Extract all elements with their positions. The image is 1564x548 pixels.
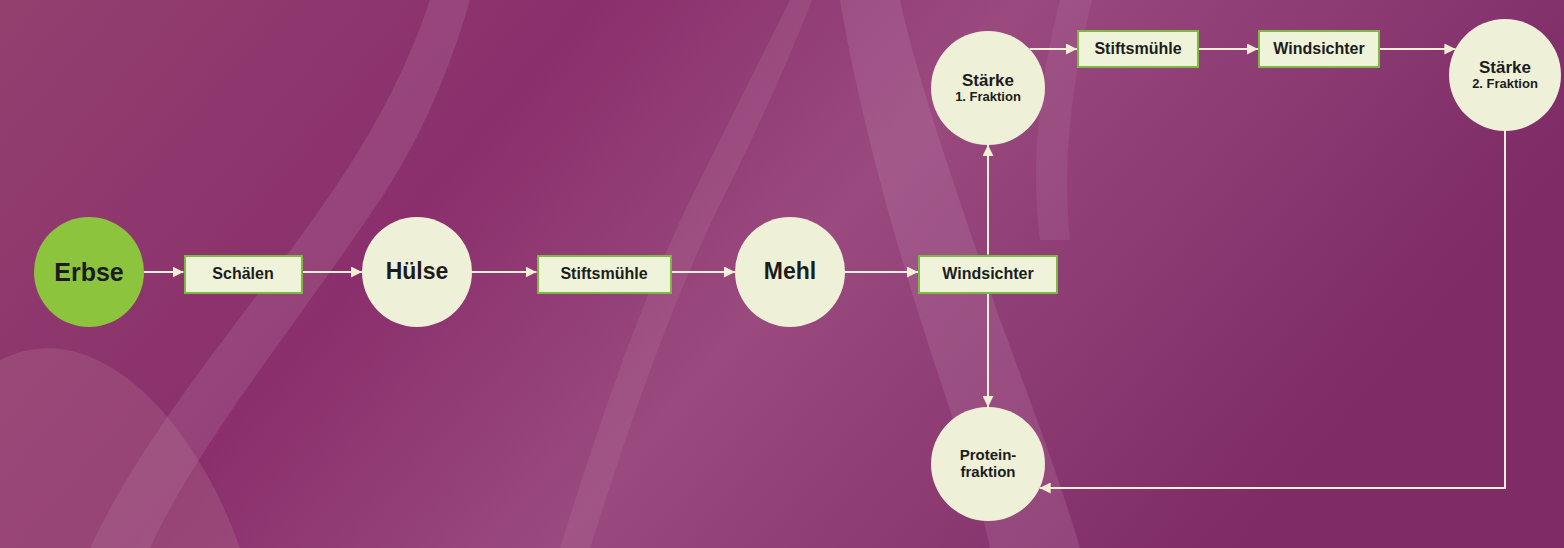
node-label: Schälen — [212, 265, 273, 283]
node-label: Protein- fraktion — [960, 447, 1017, 481]
node-label: Stiftsmühle — [560, 265, 647, 283]
flow-arrow — [1380, 48, 1455, 50]
node-label: Erbse — [54, 258, 123, 286]
pea-pod-shape — [840, 0, 1080, 548]
node-label: 1. Fraktion — [955, 90, 1021, 105]
flow-arrow — [1040, 131, 1505, 488]
flow-arrow — [672, 271, 736, 273]
process-box: Windsichter — [918, 255, 1058, 294]
flow-arrow — [845, 271, 918, 273]
flow-arrow — [1030, 48, 1077, 50]
node-label: Windsichter — [1273, 40, 1364, 58]
circle-fill — [931, 407, 1045, 521]
node-label: Windsichter — [942, 265, 1033, 283]
flow-arrow — [987, 294, 989, 408]
material-circle: Stärke1. Fraktion — [931, 31, 1045, 145]
process-box: Windsichter — [1258, 30, 1380, 68]
flow-arrow — [987, 145, 989, 255]
circle-fill — [362, 217, 472, 327]
node-label: Hülse — [386, 259, 449, 285]
circle-fill — [735, 217, 845, 327]
material-circle: Stärke2. Fraktion — [1449, 19, 1561, 131]
process-box: Stiftsmühle — [537, 255, 672, 294]
material-circle: Hülse — [362, 217, 472, 327]
flow-arrow — [472, 271, 537, 273]
flow-arrow — [303, 271, 363, 273]
circle-fill — [931, 31, 1045, 145]
circle-fill — [34, 217, 144, 327]
node-label: 2. Fraktion — [1472, 77, 1538, 92]
node-label: Stiftsmühle — [1094, 40, 1181, 58]
material-circle: Protein- fraktion — [931, 407, 1045, 521]
process-box: Stiftsmühle — [1077, 30, 1199, 68]
process-box: Schälen — [184, 255, 303, 294]
flow-arrow — [144, 271, 184, 273]
material-circle: Mehl — [735, 217, 845, 327]
flow-arrow — [1199, 48, 1258, 50]
node-label: Stärke — [962, 71, 1014, 90]
node-label: Mehl — [764, 259, 816, 285]
circle-fill — [1449, 19, 1561, 131]
stem-shape — [90, 0, 470, 548]
material-circle: Erbse — [34, 217, 144, 327]
node-label: Stärke — [1479, 58, 1531, 77]
